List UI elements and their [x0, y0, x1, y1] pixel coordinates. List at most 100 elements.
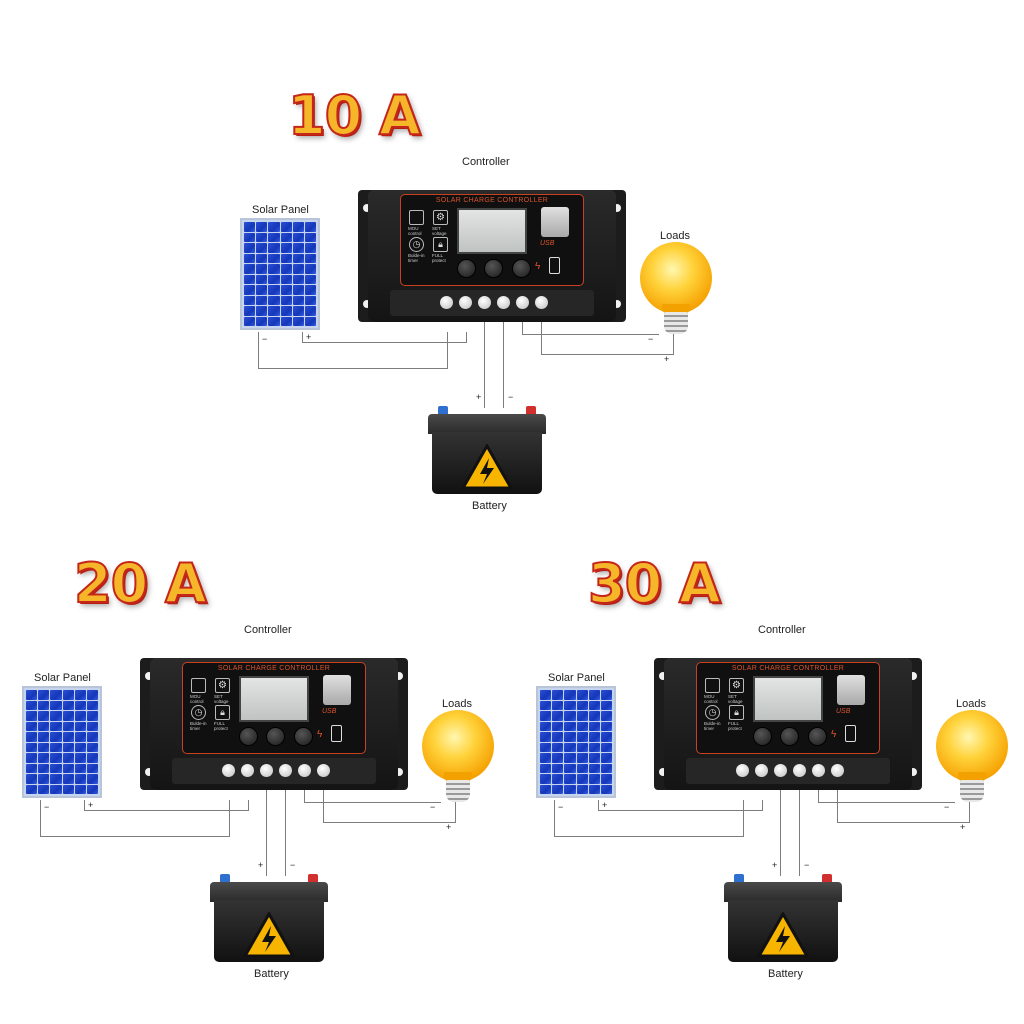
terminal-bat-plus — [260, 764, 273, 777]
panel-plus-sign: + — [306, 332, 312, 342]
set-label: SET voltage — [728, 694, 743, 704]
solar-cell — [268, 232, 280, 242]
load-negative-wire — [304, 784, 441, 803]
gear-icon: ⚙ — [215, 678, 230, 693]
solar-cell — [588, 721, 600, 731]
solar-cell — [38, 763, 50, 773]
solar-cell — [304, 253, 316, 263]
solar-cell — [552, 742, 564, 752]
load-positive-wire — [323, 784, 456, 823]
panel-minus-sign: − — [44, 802, 50, 812]
solar-cell — [576, 763, 588, 773]
panel-negative-wire — [258, 332, 448, 369]
solar-cell — [304, 274, 316, 284]
solar-cell — [74, 732, 86, 742]
solar-cell — [576, 732, 588, 742]
solar-cell — [50, 784, 62, 794]
timer-label: Bulde-in timer — [190, 721, 207, 731]
solar-cell — [552, 721, 564, 731]
timer-label: Bulde-in timer — [408, 253, 425, 263]
solar-cell — [26, 753, 38, 763]
high-voltage-warning-icon — [757, 912, 809, 958]
wiring-diagram: 30 A Controller Solar Panel Loads Batter… — [536, 551, 1024, 1012]
panel-positive-wire — [598, 800, 763, 811]
solar-cell — [268, 253, 280, 263]
solar-cell — [292, 222, 304, 232]
battery-label: Battery — [472, 500, 507, 512]
solar-cell — [26, 774, 38, 784]
solar-cell — [588, 700, 600, 710]
solar-cell — [50, 732, 62, 742]
solar-cell — [564, 784, 576, 794]
solar-cell — [576, 742, 588, 752]
solar-cell — [86, 711, 98, 721]
solar-cell — [280, 306, 292, 316]
mode-label: MOU control — [190, 694, 204, 704]
bulb-glass — [936, 710, 1008, 782]
panel-plus-sign: + — [88, 800, 94, 810]
clock-icon: ◷ — [191, 705, 206, 720]
light-bulb-icon — [936, 710, 1008, 806]
battery-negative-terminal — [308, 874, 318, 886]
solar-cell — [38, 711, 50, 721]
panel-plus-sign: + — [602, 800, 608, 810]
controller-faceplate: SOLAR CHARGE CONTROLLER MOU control ⚙ SE… — [400, 194, 584, 286]
terminal-load-plus — [317, 764, 330, 777]
load-minus-sign: − — [648, 334, 654, 344]
menu-button — [753, 727, 772, 746]
solar-cell — [268, 285, 280, 295]
load-plus-sign: + — [664, 354, 670, 364]
solar-cell — [268, 264, 280, 274]
bolt-icon: ϟ — [535, 261, 541, 272]
solar-cell — [26, 700, 38, 710]
phone-icon — [845, 725, 856, 742]
solar-cell — [244, 295, 256, 305]
controller-label: Controller — [758, 624, 806, 636]
battery-positive-wire — [266, 784, 267, 876]
load-minus-sign: − — [944, 802, 950, 812]
terminal-bat-minus — [279, 764, 292, 777]
bulb-neck — [444, 772, 472, 782]
solar-cell — [50, 700, 62, 710]
battery-minus-sign: − — [508, 392, 514, 402]
solar-cell — [600, 732, 612, 742]
solar-cell — [588, 774, 600, 784]
controller-faceplate: SOLAR CHARGE CONTROLLER MOU control ⚙ SE… — [696, 662, 880, 754]
battery-positive-wire — [484, 316, 485, 408]
solar-cell — [600, 774, 612, 784]
solar-cell — [50, 763, 62, 773]
terminal-load-plus — [831, 764, 844, 777]
terminal-strip — [686, 758, 890, 784]
terminal-strip — [172, 758, 376, 784]
solar-cell — [552, 774, 564, 784]
current-rating-title: 10 A — [287, 83, 422, 148]
solar-cell — [26, 711, 38, 721]
lcd-display — [457, 208, 527, 254]
protect-label: FULL protect — [728, 721, 742, 731]
solar-cell — [62, 690, 74, 700]
battery-negative-terminal — [822, 874, 832, 886]
up-button — [484, 259, 503, 278]
solar-cell — [50, 721, 62, 731]
bulb-neck — [958, 772, 986, 782]
solar-cell — [552, 700, 564, 710]
light-bulb-icon — [422, 710, 494, 806]
solar-cell — [540, 700, 552, 710]
solar-cell — [552, 711, 564, 721]
gear-icon: ⚙ — [729, 678, 744, 693]
protect-label: FULL protect — [214, 721, 228, 731]
solar-cell — [576, 700, 588, 710]
usb-label: USB — [322, 708, 337, 715]
battery-positive-terminal — [438, 406, 448, 418]
battery-negative-wire — [285, 784, 286, 876]
solar-panel-icon — [536, 686, 616, 798]
solar-cell — [600, 721, 612, 731]
solar-cell — [564, 774, 576, 784]
solar-cell — [38, 732, 50, 742]
bulb-glass — [640, 242, 712, 314]
solar-cell — [62, 711, 74, 721]
solar-cell — [256, 306, 268, 316]
high-voltage-warning-icon — [243, 912, 295, 958]
solar-cell — [50, 774, 62, 784]
current-rating-title: 20 A — [73, 551, 208, 616]
